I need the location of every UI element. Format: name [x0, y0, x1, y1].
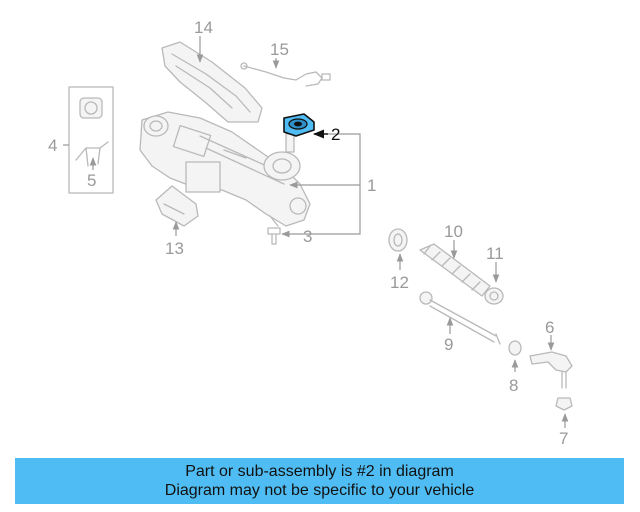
boot-part-10[interactable] [419, 243, 491, 297]
wire-harness-part-15[interactable] [240, 62, 331, 87]
cover-part-13[interactable] [155, 185, 199, 227]
callout-7: 7 [559, 429, 568, 448]
bushing-part-4[interactable] [79, 97, 103, 119]
callout-8: 8 [509, 376, 518, 395]
callout-11: 11 [486, 244, 504, 263]
callout-14: 14 [194, 18, 213, 37]
callout-13: 13 [165, 239, 184, 258]
callout-10: 10 [444, 222, 463, 241]
callout-2: 2 [331, 125, 340, 144]
callout-5: 5 [87, 171, 96, 190]
bracket-part-5[interactable] [75, 141, 109, 167]
callout-12: 12 [390, 273, 409, 292]
heat-shield-part-14[interactable] [161, 41, 263, 123]
banner-line-1: Part or sub-assembly is #2 in diagram [185, 463, 454, 480]
callout-4: 4 [48, 136, 57, 155]
bolt-part-3[interactable] [267, 227, 281, 245]
callout-1: 1 [367, 176, 376, 195]
mount-part-2[interactable] [283, 113, 315, 137]
clamp-part-11[interactable] [484, 287, 504, 305]
nut-part-7[interactable] [555, 397, 573, 411]
clamp-part-12[interactable] [388, 228, 408, 252]
tie-rod-end-part-6[interactable] [529, 351, 573, 389]
callout-9: 9 [444, 335, 453, 354]
info-banner: Part or sub-assembly is #2 in diagram Di… [15, 458, 624, 504]
tie-rod-part-9[interactable] [419, 291, 501, 345]
leader-lines [63, 36, 569, 428]
steering-gear-part-1[interactable] [139, 111, 311, 227]
nut-part-8[interactable] [508, 340, 522, 356]
callout-15: 15 [270, 40, 289, 59]
callout-6: 6 [545, 318, 554, 337]
banner-line-2: Diagram may not be specific to your vehi… [164, 482, 475, 499]
bushing-bracket-box [68, 86, 114, 194]
callout-3: 3 [303, 227, 312, 246]
